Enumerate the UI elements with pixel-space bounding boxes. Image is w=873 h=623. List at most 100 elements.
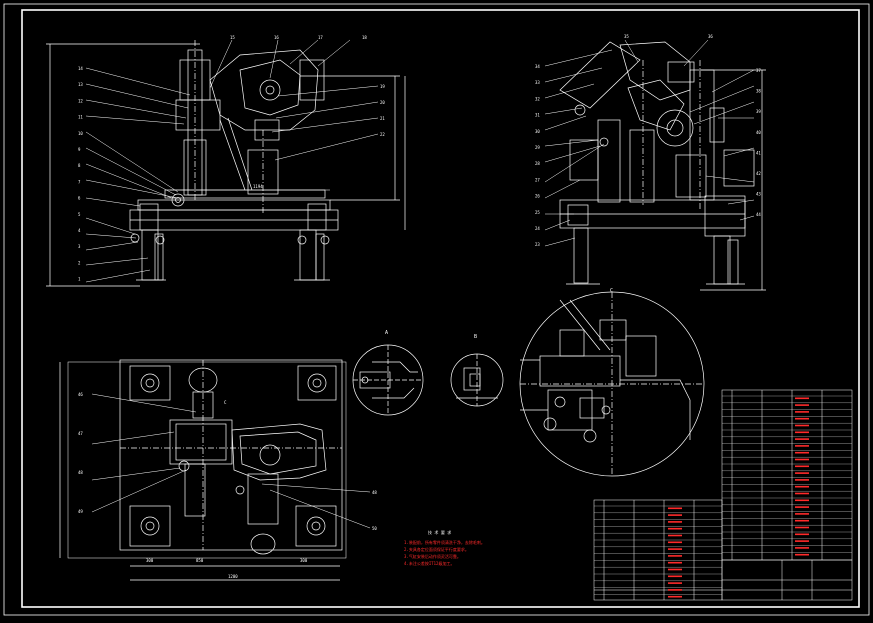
callout-number: 35 <box>624 34 629 39</box>
detail-c-title: C <box>610 288 613 294</box>
parts-row-mark <box>795 479 809 481</box>
callout-number: 33 <box>535 80 540 85</box>
callout-number: 28 <box>535 161 540 166</box>
parts-row-mark <box>795 472 809 474</box>
detail-a-title: A <box>385 330 388 336</box>
detail-b <box>450 353 504 407</box>
callout-number: 15 <box>230 35 235 40</box>
callout-number: 7 <box>78 179 81 184</box>
detail-c <box>519 291 705 477</box>
dimension-labels: 1194 300 850 300 1200 <box>146 184 308 579</box>
parts-row-mark <box>668 548 682 550</box>
parts-row-mark <box>668 521 682 523</box>
parts-row-mark <box>668 561 682 564</box>
callout-number: 21 <box>380 116 385 121</box>
callout-number: 46 <box>78 392 83 397</box>
parts-row-mark <box>795 451 809 454</box>
callout-number: 19 <box>380 84 385 89</box>
callout-number: 10 <box>78 131 83 136</box>
technical-notes: 技 术 要 求 1.装配前，所有零件须清洗干净，去除毛刺。 2.夹具各定位面须保… <box>404 529 485 566</box>
callout-number: 44 <box>756 212 761 217</box>
dim-plan-total: 1200 <box>228 574 238 579</box>
callout-number: 48 <box>78 470 83 475</box>
callout-number: 11 <box>78 115 83 120</box>
callout-number: 30 <box>535 129 540 134</box>
drawing-frame <box>3 3 870 616</box>
notes-line-2: 2.夹具各定位面须保证平行度要求。 <box>404 546 469 552</box>
callout-number: 37 <box>756 68 761 73</box>
callout-number: 40 <box>756 130 761 135</box>
callout-number: 31 <box>535 113 540 118</box>
parts-row-mark <box>668 534 682 537</box>
parts-row-mark <box>668 595 682 598</box>
dim-plan-1: 300 <box>146 558 154 563</box>
parts-row-mark <box>795 519 809 522</box>
parts-row-mark <box>668 582 682 584</box>
parts-row-mark <box>795 397 809 400</box>
parts-row-mark <box>795 485 809 488</box>
parts-row-mark <box>668 555 682 557</box>
callout-number: 23 <box>535 242 540 247</box>
callout-number: 17 <box>318 35 323 40</box>
callout-number: 38 <box>756 89 761 94</box>
callout-number: 2 <box>78 260 81 265</box>
parts-row-mark <box>668 589 682 591</box>
parts-row-mark <box>668 541 682 544</box>
parts-row-mark <box>795 526 809 529</box>
parts-row-mark <box>795 417 809 420</box>
dim-plan-3: 300 <box>300 558 308 563</box>
callout-number: 50 <box>372 526 377 531</box>
callout-number: C <box>224 400 227 405</box>
callout-number: 18 <box>362 35 367 40</box>
parts-row-mark <box>795 547 809 549</box>
detail-b-title: B <box>474 334 477 340</box>
callout-number: 4 <box>78 228 81 233</box>
parts-row-mark <box>795 513 809 515</box>
callout-number: 9 <box>78 147 81 152</box>
parts-row-mark <box>795 445 809 447</box>
callout-number: 13 <box>78 82 83 87</box>
notes-line-3: 3.气缸安装后动作须灵活可靠。 <box>404 553 461 559</box>
dim-plan-2: 850 <box>196 558 204 563</box>
callout-number: 22 <box>380 132 385 137</box>
parts-row-mark <box>795 553 809 556</box>
parts-row-mark <box>795 404 809 406</box>
parts-row-mark <box>795 411 809 413</box>
callout-number: 43 <box>756 192 761 197</box>
parts-row-mark <box>795 499 809 502</box>
parts-row-mark <box>668 514 682 516</box>
callout-number: 42 <box>756 171 761 176</box>
callout-number: 1 <box>78 277 81 282</box>
callout-number: 12 <box>78 98 83 103</box>
callout-number: 36 <box>708 34 713 39</box>
callout-number: 20 <box>380 100 385 105</box>
detail-a <box>352 344 424 416</box>
callout-number: 16 <box>274 35 279 40</box>
parts-row-mark <box>668 575 682 578</box>
parts-row-mark <box>795 506 809 508</box>
callout-number: 26 <box>535 194 540 199</box>
parts-row-mark <box>795 431 809 434</box>
notes-line-4: 4.未注公差按IT12级加工。 <box>404 560 454 566</box>
callout-number: 14 <box>78 66 83 71</box>
parts-list <box>593 389 853 601</box>
callout-number: 39 <box>756 109 761 114</box>
callout-number: 5 <box>78 212 81 217</box>
callout-number: 34 <box>535 64 540 69</box>
parts-row-mark <box>668 568 682 571</box>
callout-number: 29 <box>535 145 540 150</box>
side-view <box>544 39 766 291</box>
notes-title: 技 术 要 求 <box>428 529 451 535</box>
callout-number: 25 <box>535 210 540 215</box>
dim-front-width: 1194 <box>253 184 263 189</box>
front-view <box>46 39 406 287</box>
parts-row-mark <box>795 540 809 542</box>
callout-number: 41 <box>756 150 761 155</box>
callout-number: 24 <box>535 226 540 231</box>
callout-number: 3 <box>78 244 81 249</box>
parts-row-mark <box>795 465 809 468</box>
callout-number: 48 <box>372 490 377 495</box>
parts-row-mark <box>668 527 682 530</box>
